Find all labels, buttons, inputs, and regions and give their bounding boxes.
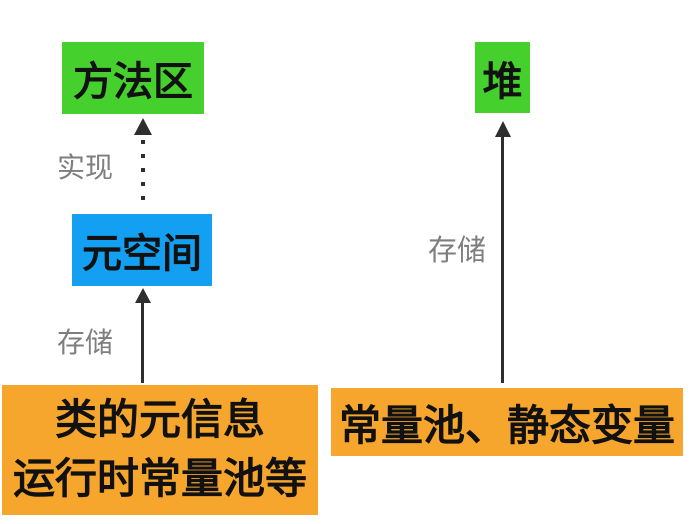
store-right-arrow-line [501,135,504,383]
class-meta-line-1: 类的元信息 [54,396,265,444]
implement-arrow-head-icon [134,118,152,135]
class-meta-line-2: 运行时常量池等 [12,455,307,502]
implement-arrow-label: 实现 [57,152,114,183]
store-left-arrow-head-icon [135,288,151,303]
node-class-meta: 类的元信息 运行时常量池等 [2,385,318,515]
node-heap: 堆 [475,42,530,113]
store-left-arrow-line [141,301,144,383]
node-method-area: 方法区 [62,42,204,114]
store-right-arrow-label: 存储 [428,235,487,267]
node-metaspace: 元空间 [72,214,212,286]
implement-arrow-line [141,140,145,206]
node-constant-pool: 常量池、静态变量 [331,388,683,456]
store-right-arrow-head-icon [495,121,511,137]
store-left-arrow-label: 存储 [57,327,114,358]
